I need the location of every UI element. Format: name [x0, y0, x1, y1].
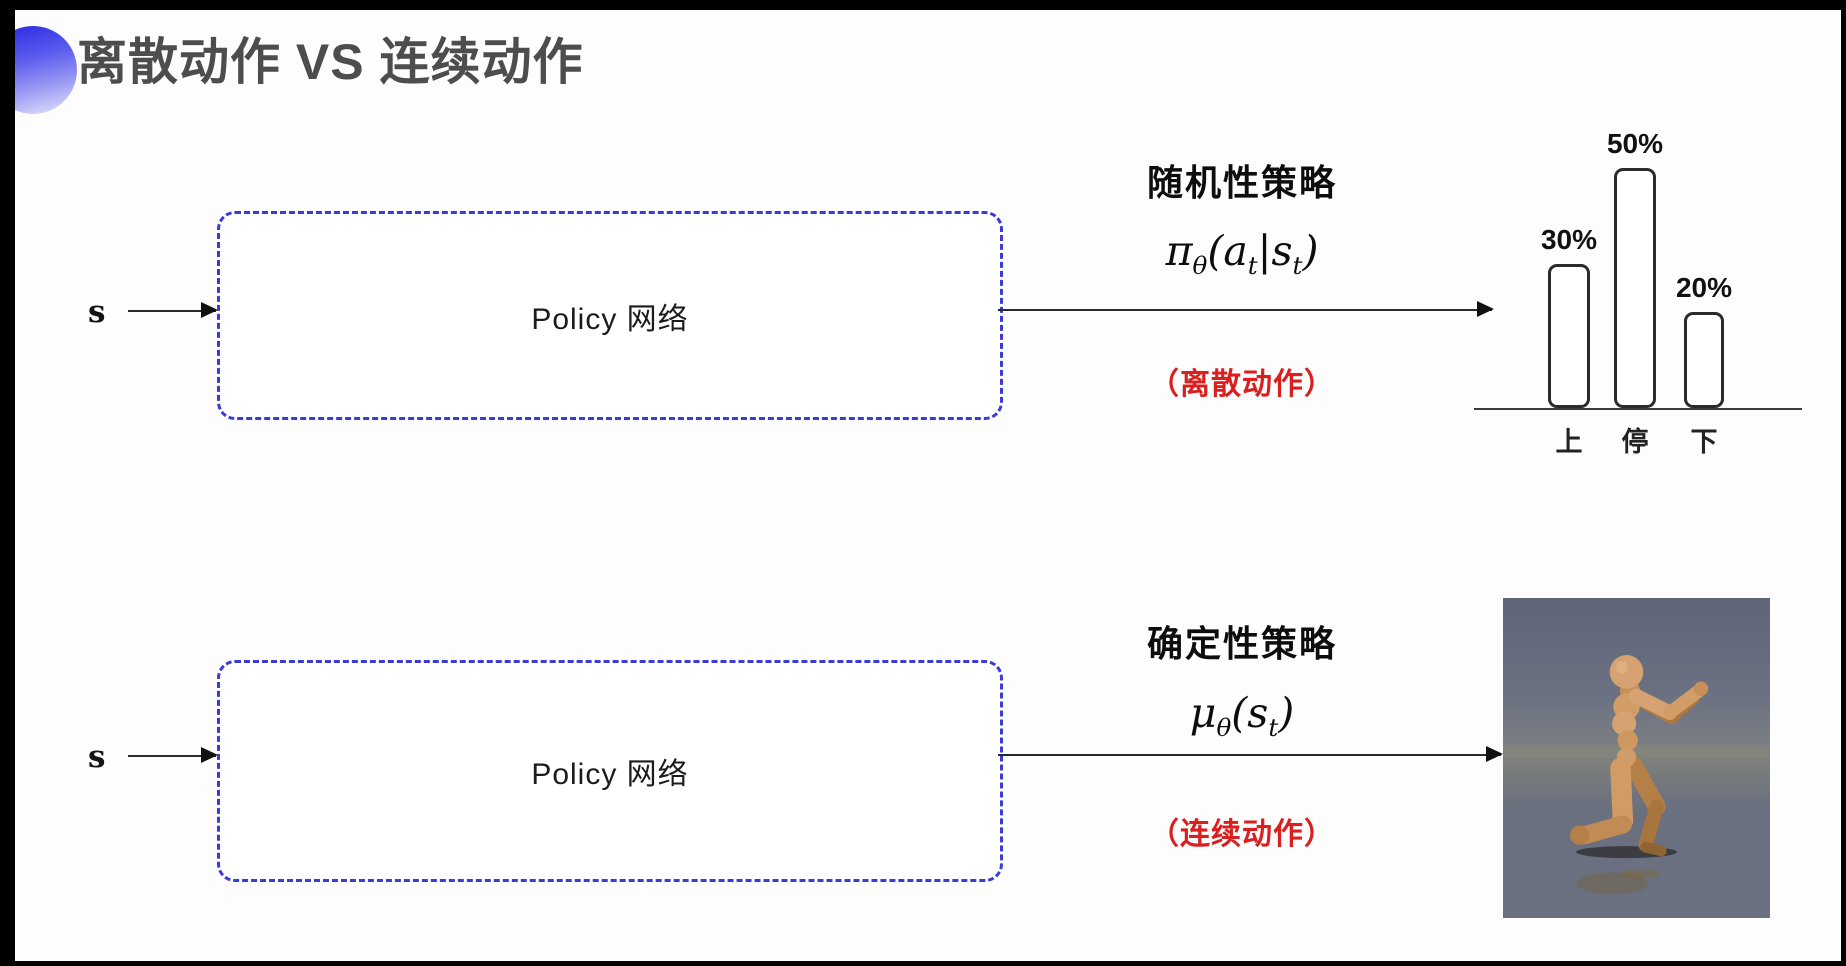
formula-var: s — [1247, 689, 1269, 737]
formula-bar: | — [1257, 227, 1272, 275]
formula-close-paren: ) — [1302, 227, 1319, 275]
formula-open-paren: ( — [1231, 689, 1248, 737]
formula-symbol: μ — [1189, 689, 1217, 737]
continuous-action-note: （连续动作） — [1149, 818, 1335, 851]
slide-title: 离散动作 VS 连续动作 — [77, 34, 584, 90]
arrowhead-icon — [1477, 301, 1494, 317]
chart-category-label: 停 — [1621, 427, 1649, 457]
formula-subscript: θ — [1216, 713, 1232, 743]
formula-close-paren: ) — [1278, 689, 1295, 737]
policy-network-box-discrete: Policy 网络 — [217, 211, 1003, 420]
input-arrow-continuous — [128, 747, 218, 763]
stochastic-policy-formula: πθ(at|st) — [1066, 224, 1418, 293]
chart-bar — [1684, 312, 1724, 408]
formula-var: s — [1271, 227, 1293, 275]
chart-category-label: 上 — [1555, 427, 1583, 457]
state-input-label-discrete: s — [88, 294, 106, 330]
arrowhead-icon — [201, 747, 218, 763]
arrowhead-icon — [1486, 746, 1503, 762]
chart-bar — [1548, 264, 1590, 408]
formula-symbol: π — [1165, 227, 1193, 275]
discrete-action-note: （离散动作） — [1149, 368, 1335, 401]
deterministic-policy-formula: μθ(st) — [1066, 686, 1418, 755]
formula-subscript: t — [1247, 251, 1258, 281]
chart-value-label: 30% — [1540, 224, 1598, 255]
chart-value-label: 50% — [1606, 128, 1664, 159]
formula-subscript: θ — [1192, 251, 1208, 281]
formula-subscript: t — [1268, 713, 1279, 743]
policy-network-box-continuous: Policy 网络 — [217, 660, 1003, 882]
humanoid-simulation-image — [1503, 598, 1770, 918]
output-arrow-continuous — [998, 746, 1503, 762]
policy-network-label: Policy 网络 — [531, 302, 689, 336]
humanoid-robot-figure — [1570, 655, 1709, 895]
chart-bar — [1614, 168, 1656, 408]
policy-network-label: Policy 网络 — [531, 758, 689, 791]
chart-category-label: 下 — [1690, 427, 1718, 457]
action-distribution-chart: 30% 上 50% 停 20% 下 — [1472, 98, 1817, 470]
arrowhead-icon — [201, 302, 218, 318]
input-arrow-discrete — [128, 302, 218, 318]
chart-baseline-axis — [1474, 408, 1802, 410]
formula-var: a — [1223, 227, 1248, 275]
state-input-label-continuous: s — [88, 739, 106, 775]
chart-value-label: 20% — [1675, 272, 1733, 303]
slide: 离散动作 VS 连续动作 s Policy 网络 随机性策略 πθ(at|st)… — [15, 10, 1841, 961]
title-bullet-ball-decoration — [15, 26, 77, 114]
output-arrow-discrete — [998, 301, 1494, 317]
deterministic-policy-title: 确定性策略 — [1146, 623, 1337, 664]
formula-open-paren: ( — [1207, 227, 1224, 275]
formula-subscript: t — [1292, 251, 1303, 281]
stochastic-policy-title: 随机性策略 — [1146, 162, 1337, 203]
